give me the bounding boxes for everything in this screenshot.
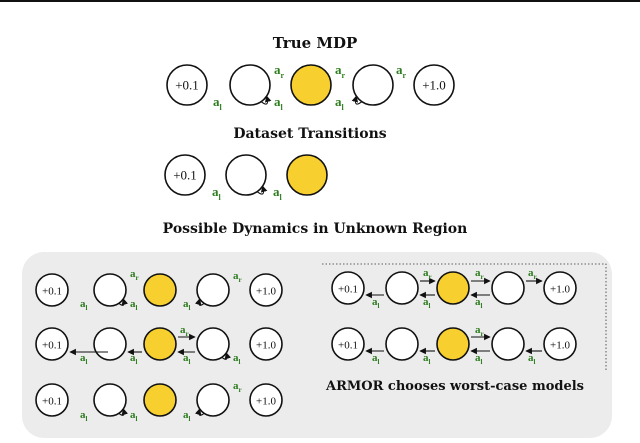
model-2-state-5	[249, 327, 283, 361]
model-1-state-1-reward-label: +0.1	[42, 286, 62, 298]
true-mdp-loop-1	[260, 95, 272, 105]
armor-model-1-action-r-2: ar	[475, 267, 484, 281]
armor-model-2-action-l-4: al	[528, 352, 536, 366]
top-rule	[0, 0, 640, 2]
model-1-loop-1	[118, 298, 129, 306]
dataset-state-2	[225, 154, 267, 196]
model-2-state-5-reward-label: +1.0	[256, 340, 276, 352]
true-mdp-title: True MDP	[273, 34, 358, 52]
model-3-action-l-2: al	[130, 409, 138, 423]
armor-model-1-state-1	[331, 271, 365, 305]
dataset-state-1	[164, 154, 206, 196]
model-3-state-5-reward-label: +1.0	[256, 396, 276, 408]
armor-model-1-action-l-3: al	[475, 296, 483, 310]
true-mdp-action-r-2: ar	[335, 62, 346, 80]
armor-model-2-state-5	[543, 327, 577, 361]
model-3-state-1-reward-label: +0.1	[42, 396, 62, 408]
armor-model-1-action-r-1: ar	[423, 267, 432, 281]
dataset-transitions-title: Dataset Transitions	[233, 126, 386, 142]
dataset-action-l-1: al	[212, 184, 222, 202]
true-mdp-state-3	[290, 64, 332, 106]
true-mdp-state-5	[413, 64, 455, 106]
dataset-action-l-2: al	[273, 184, 283, 202]
model-1-state-4	[196, 273, 230, 307]
true-mdp-action-l-3: al	[335, 94, 345, 112]
model-1-state-2	[93, 273, 127, 307]
armor-model-1-action-l-2: al	[423, 296, 431, 310]
armor-model-2-state-1	[331, 327, 365, 361]
model-1-state-1	[35, 273, 69, 307]
armor-model-2-state-3	[436, 327, 470, 361]
armor-caption: ARMOR chooses worst-case models	[325, 379, 584, 394]
armor-model-2-state-5-reward-label: +1.0	[550, 340, 570, 352]
model-2-loop-1	[221, 352, 232, 360]
model-3-state-2	[93, 383, 127, 417]
armor-model-2-action-l-2: al	[423, 352, 431, 366]
true-mdp-loop-2	[351, 95, 363, 105]
true-mdp-action-l-2: al	[274, 94, 284, 112]
model-2-action-l-2: al	[130, 352, 138, 366]
model-1-action-l-3: al	[183, 298, 191, 312]
dataset-state-3	[286, 154, 328, 196]
model-1-state-3	[143, 273, 177, 307]
model-2-action-l-3: al	[183, 352, 191, 366]
model-3-loop-1	[118, 408, 129, 416]
model-1-action-r-1: ar	[130, 268, 139, 282]
model-3-state-1	[35, 383, 69, 417]
true-mdp-action-l-1: al	[213, 94, 223, 112]
armor-model-2-state-1-reward-label: +0.1	[338, 340, 358, 352]
armor-model-2-state-2	[385, 327, 419, 361]
armor-model-1-action-r-3: ar	[528, 267, 537, 281]
armor-model-1-state-5	[543, 271, 577, 305]
true-mdp-action-r-3: ar	[396, 62, 407, 80]
model-2-action-l-1: al	[80, 352, 88, 366]
model-1-state-5	[249, 273, 283, 307]
true-mdp-state-5-reward-label: +1.0	[422, 78, 446, 93]
model-2-state-2	[93, 327, 127, 361]
model-3-state-3	[143, 383, 177, 417]
model-2-action-r-1: ar	[180, 324, 189, 338]
dataset-state-1-reward-label: +0.1	[173, 168, 197, 183]
true-mdp-state-2	[229, 64, 271, 106]
model-2-state-1	[35, 327, 69, 361]
armor-model-1-state-1-reward-label: +0.1	[338, 284, 358, 296]
model-2-action-l-4: al	[233, 352, 241, 366]
armor-model-1-state-5-reward-label: +1.0	[550, 284, 570, 296]
armor-model-2-action-r-1: ar	[475, 324, 484, 338]
armor-model-2-action-l-3: al	[475, 352, 483, 366]
armor-model-2-state-4	[491, 327, 525, 361]
model-1-state-5-reward-label: +1.0	[256, 286, 276, 298]
model-1-action-l-1: al	[80, 298, 88, 312]
armor-model-1-action-l-1: al	[372, 296, 380, 310]
armor-model-1-state-2	[385, 271, 419, 305]
dataset-loop-1	[256, 185, 268, 195]
model-3-state-5	[249, 383, 283, 417]
model-1-action-r-2: ar	[233, 270, 242, 284]
model-3-action-l-3: al	[183, 409, 191, 423]
true-mdp-state-4	[352, 64, 394, 106]
model-2-state-1-reward-label: +0.1	[42, 340, 62, 352]
model-3-action-r-1: ar	[233, 380, 242, 394]
armor-model-1-state-3	[436, 271, 470, 305]
model-3-state-4	[196, 383, 230, 417]
model-2-state-4	[196, 327, 230, 361]
model-1-action-l-2: al	[130, 298, 138, 312]
possible-dynamics-title: Possible Dynamics in Unknown Region	[163, 221, 468, 237]
model-2-state-3	[143, 327, 177, 361]
model-3-action-l-1: al	[80, 409, 88, 423]
model-1-loop-2	[194, 298, 205, 306]
model-3-loop-2	[194, 408, 205, 416]
true-mdp-state-1-reward-label: +0.1	[175, 78, 199, 93]
true-mdp-state-1	[166, 64, 208, 106]
true-mdp-action-r-1: ar	[274, 62, 285, 80]
armor-box-border	[322, 263, 607, 372]
armor-model-1-state-4	[491, 271, 525, 305]
armor-model-2-action-l-1: al	[372, 352, 380, 366]
